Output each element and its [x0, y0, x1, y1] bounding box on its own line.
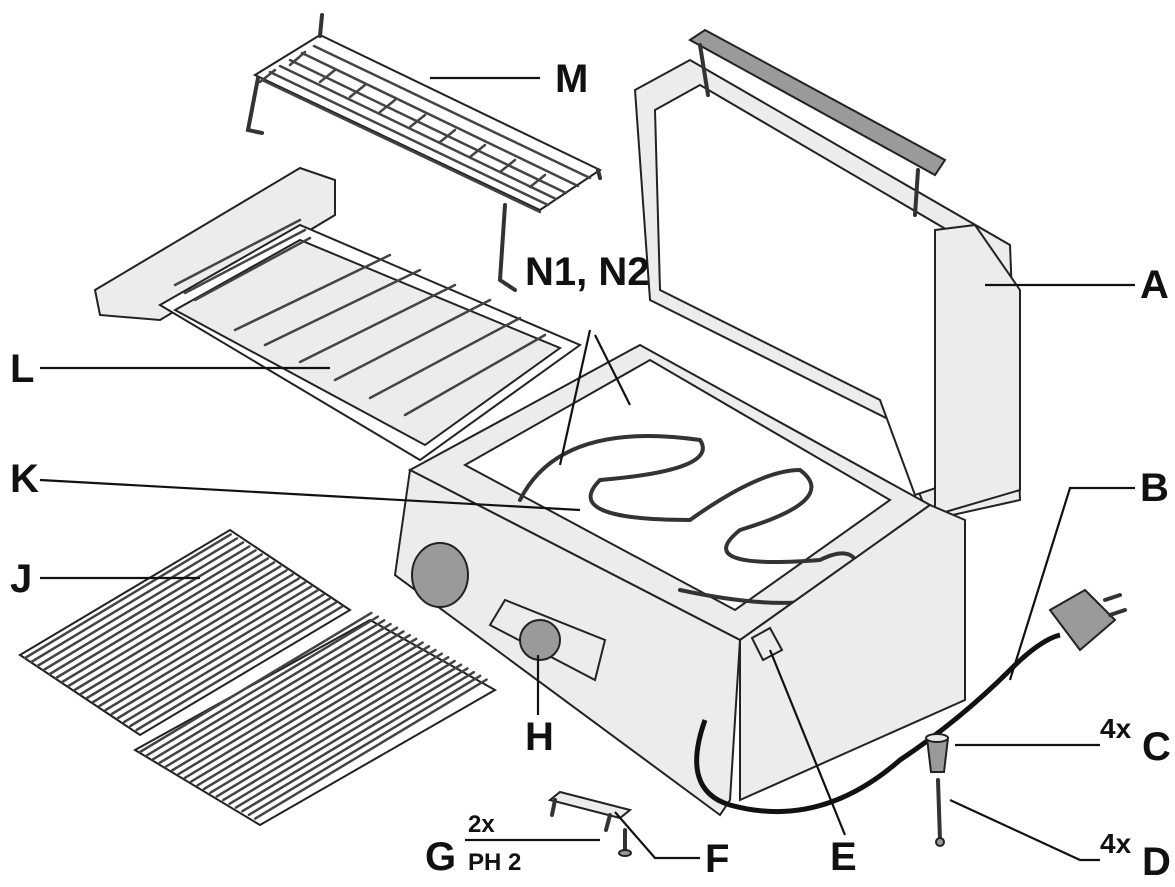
grate-bar — [177, 633, 412, 776]
label-a: A — [1140, 263, 1169, 307]
grate-bar — [116, 593, 325, 720]
qty-d: 4x — [1100, 828, 1132, 859]
grill-body — [393, 28, 1022, 817]
power-cord-b — [694, 588, 1127, 815]
part-labels: M N1, N2 L K J A B 4x C 4x D E F G 2x PH… — [10, 57, 1171, 884]
label-f: F — [705, 837, 729, 881]
label-e: E — [830, 835, 857, 879]
label-m: M — [555, 57, 588, 101]
screw-d — [935, 778, 945, 847]
label-h: H — [525, 715, 554, 759]
label-k: K — [10, 457, 39, 501]
grate-bar — [129, 601, 338, 728]
label-c: C — [1142, 725, 1171, 769]
screw-g — [618, 828, 632, 857]
grate-bar — [209, 652, 444, 794]
grate-bar — [228, 663, 463, 806]
grate-bar — [122, 597, 332, 724]
label-n: N1, N2 — [525, 250, 650, 294]
grate-bar — [183, 637, 418, 780]
grate-bar — [91, 577, 301, 704]
grate-bar — [135, 605, 344, 732]
grate-bar — [67, 561, 276, 688]
bracket-f — [547, 790, 633, 832]
drip-tray-l — [93, 166, 583, 462]
grate-bar — [221, 659, 456, 802]
clip-e — [750, 626, 784, 662]
grate-bar — [253, 678, 488, 820]
qty-g: 2x — [468, 811, 495, 838]
grate-bar — [29, 537, 239, 664]
grill-grates-j — [18, 528, 498, 827]
label-j: J — [10, 557, 32, 601]
tool-g: PH 2 — [468, 849, 521, 876]
label-g: G — [425, 835, 456, 879]
grate-bar — [170, 630, 405, 772]
grate-bar — [247, 674, 482, 817]
grate-bar — [234, 667, 469, 809]
grate-bar — [164, 626, 399, 769]
qty-c: 4x — [1100, 713, 1132, 744]
grate-bar — [138, 611, 373, 754]
foot-c — [925, 733, 950, 773]
grate-bar — [42, 545, 251, 672]
grate-bar — [79, 569, 288, 696]
grate-bar — [85, 573, 294, 700]
grate-bar — [48, 549, 257, 676]
grate-bar — [202, 648, 437, 791]
label-b: B — [1140, 466, 1169, 510]
grate-bar — [60, 557, 270, 684]
warming-rack-m — [245, 13, 603, 292]
label-l: L — [10, 347, 34, 391]
grate-bar — [73, 565, 282, 692]
grate-bar — [157, 622, 392, 765]
grate-bar — [98, 581, 307, 708]
grate-bar — [241, 670, 476, 813]
grate-bar — [189, 641, 424, 783]
grate-bar — [23, 533, 232, 660]
grate-bar — [145, 615, 380, 757]
label-d: D — [1142, 840, 1171, 884]
grate-bar — [215, 656, 450, 798]
leader-lines — [39, 76, 1135, 862]
grate-bar — [196, 645, 431, 787]
grate-bar — [110, 589, 319, 716]
grate-bar — [104, 585, 313, 712]
grate-bar — [151, 619, 386, 761]
grate-bar — [36, 541, 245, 668]
grate-bar — [54, 553, 263, 680]
